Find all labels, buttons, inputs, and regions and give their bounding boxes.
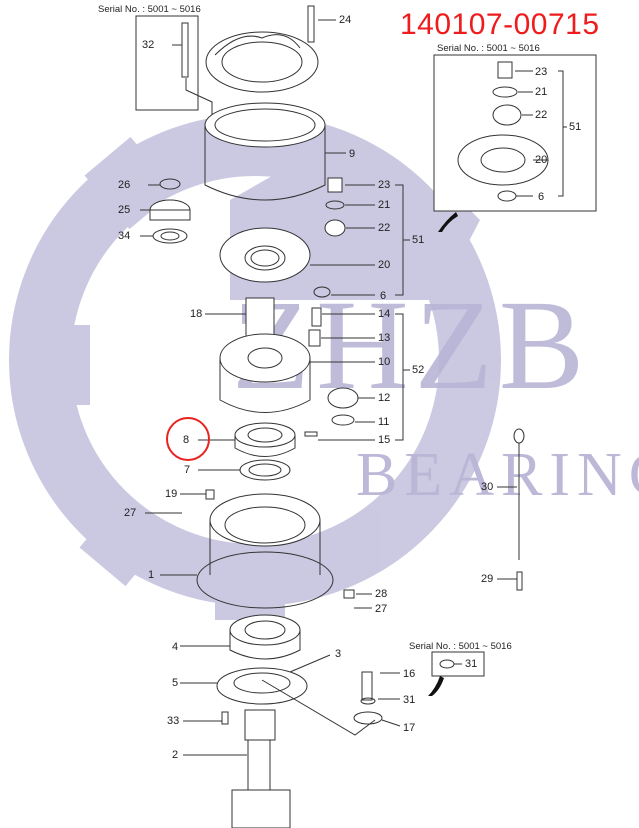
callout-10[interactable]: 10 bbox=[378, 356, 391, 368]
callout-12[interactable]: 12 bbox=[378, 392, 391, 404]
callout-11[interactable]: 11 bbox=[378, 416, 390, 428]
callout-18[interactable]: 18 bbox=[190, 308, 203, 320]
inset-callout-51[interactable]: 51 bbox=[569, 121, 582, 133]
callout-21[interactable]: 21 bbox=[378, 199, 391, 211]
inset-callout-6[interactable]: 6 bbox=[538, 191, 545, 203]
callout-8[interactable]: 8 bbox=[183, 434, 190, 446]
callout-5[interactable]: 5 bbox=[172, 677, 179, 689]
part-number: 140107-00715 bbox=[400, 8, 600, 41]
callout-9[interactable]: 9 bbox=[349, 148, 356, 160]
inset-callout-31[interactable]: 31 bbox=[465, 658, 478, 670]
callout-33[interactable]: 33 bbox=[167, 715, 180, 727]
callout-26[interactable]: 26 bbox=[118, 179, 131, 191]
serial-label: Serial No. : 5001 ~ 5016 bbox=[437, 43, 540, 54]
inset-callout-23[interactable]: 23 bbox=[535, 66, 548, 78]
inset-callout-21[interactable]: 21 bbox=[535, 86, 548, 98]
callout-19[interactable]: 19 bbox=[165, 488, 178, 500]
callout-24[interactable]: 24 bbox=[339, 14, 352, 26]
callout-28[interactable]: 28 bbox=[375, 588, 388, 600]
callout-17[interactable]: 17 bbox=[403, 722, 416, 734]
callout-13[interactable]: 13 bbox=[378, 332, 391, 344]
callout-29[interactable]: 29 bbox=[481, 573, 494, 585]
callout-27[interactable]: 27 bbox=[124, 507, 137, 519]
callout-3[interactable]: 3 bbox=[335, 648, 342, 660]
callout-25[interactable]: 25 bbox=[118, 204, 131, 216]
watermark-subtitle: BEARINGS bbox=[356, 441, 639, 509]
serial-label: Serial No. : 5001 ~ 5016 bbox=[98, 4, 201, 15]
callout-51[interactable]: 51 bbox=[412, 234, 425, 246]
callout-22[interactable]: 22 bbox=[378, 222, 391, 234]
callout-27[interactable]: 27 bbox=[375, 603, 388, 615]
inset-callout-20[interactable]: 20 bbox=[535, 154, 548, 166]
callout-14[interactable]: 14 bbox=[378, 308, 391, 320]
pointer-arrow bbox=[428, 676, 444, 696]
callout-20[interactable]: 20 bbox=[378, 259, 391, 271]
callout-23[interactable]: 23 bbox=[378, 179, 391, 191]
pointer-arrow bbox=[438, 212, 458, 232]
callout-31[interactable]: 31 bbox=[403, 694, 416, 706]
callout-30[interactable]: 30 bbox=[481, 481, 494, 493]
callout-15[interactable]: 15 bbox=[378, 434, 391, 446]
inset-callout-22[interactable]: 22 bbox=[535, 109, 548, 121]
callout-16[interactable]: 16 bbox=[403, 668, 416, 680]
callout-4[interactable]: 4 bbox=[172, 641, 179, 653]
callout-52[interactable]: 52 bbox=[412, 364, 425, 376]
highlight-circle bbox=[166, 417, 210, 461]
callout-34[interactable]: 34 bbox=[118, 230, 131, 242]
callout-6[interactable]: 6 bbox=[380, 290, 387, 302]
callout-7[interactable]: 7 bbox=[184, 464, 191, 476]
callout-1[interactable]: 1 bbox=[148, 569, 155, 581]
inset-box-51 bbox=[433, 54, 597, 212]
callout-2[interactable]: 2 bbox=[172, 749, 179, 761]
serial-label: Serial No. : 5001 ~ 5016 bbox=[409, 641, 512, 652]
inset-box-32 bbox=[135, 15, 199, 111]
callout-32[interactable]: 32 bbox=[142, 39, 155, 51]
